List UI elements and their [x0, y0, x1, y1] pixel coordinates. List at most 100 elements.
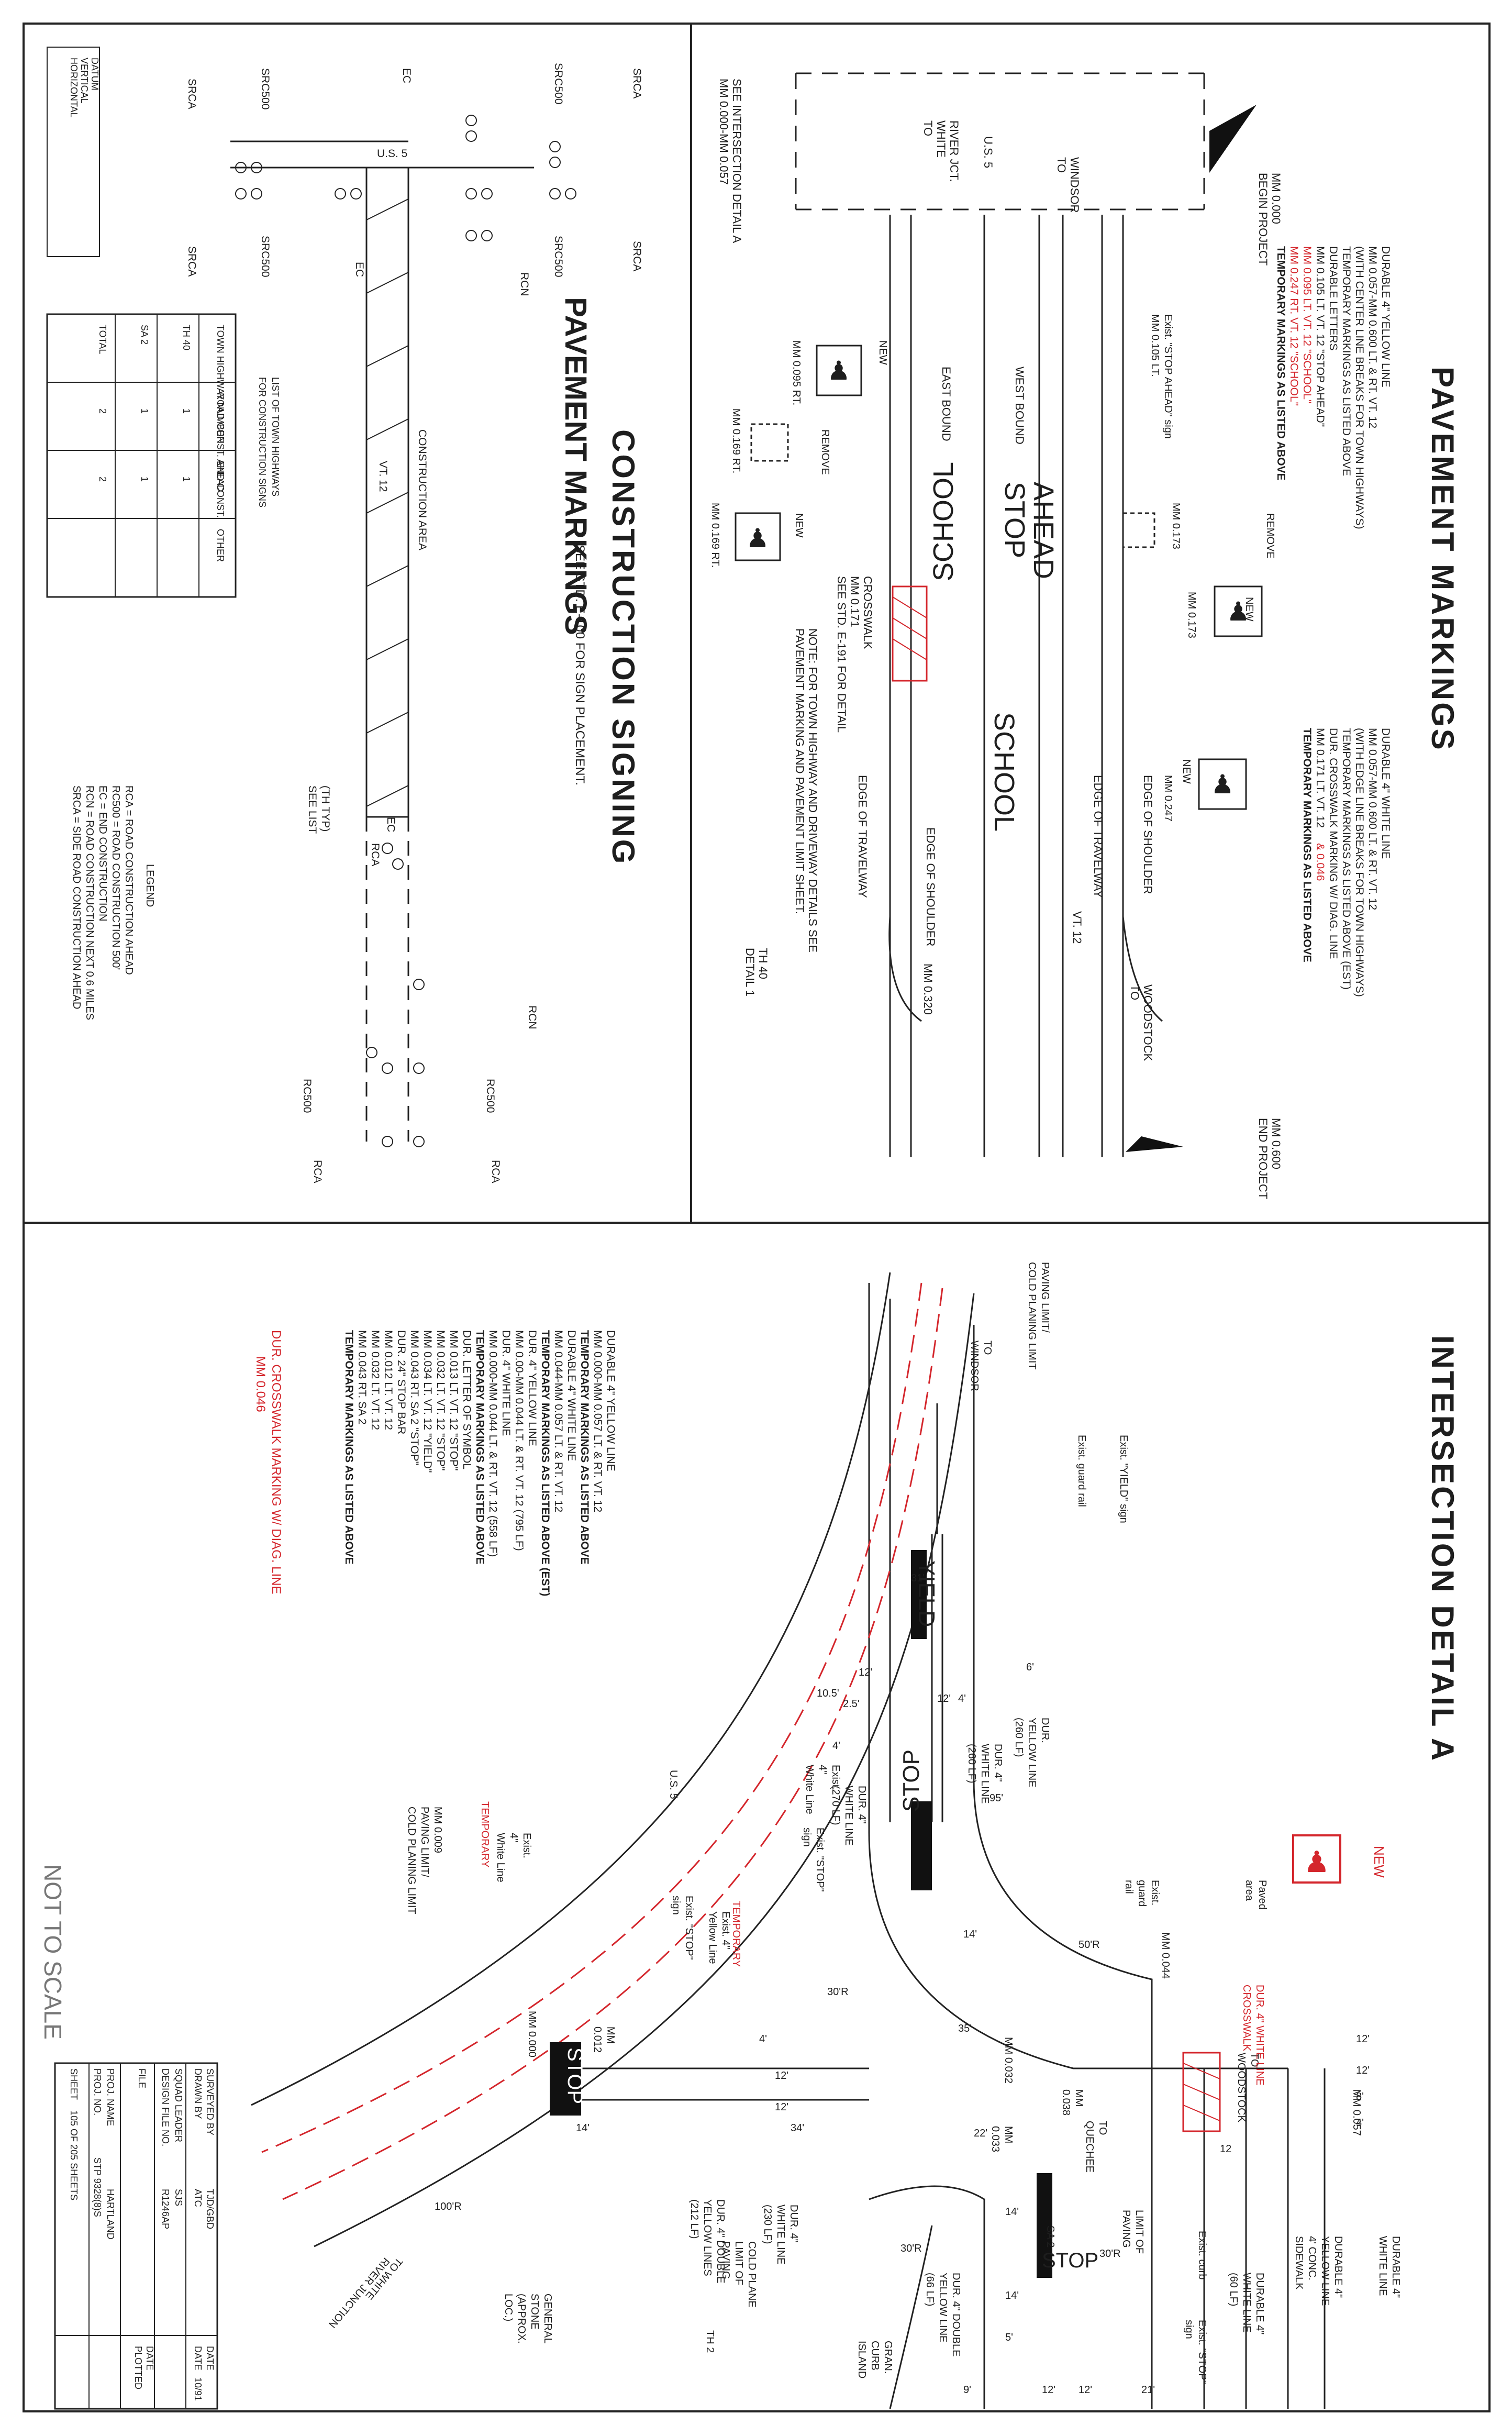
datum-labels: DATUM VERTICAL HORIZONTAL [69, 58, 100, 118]
svg-text:HORIZONTAL: HORIZONTAL [69, 58, 79, 118]
svg-text:(260 LF): (260 LF) [966, 1744, 977, 1784]
note-2: PAVEMENT MARKING AND PAVEMENT LIMIT SHEE… [793, 628, 806, 914]
svg-text:TEMPORARY: TEMPORARY [730, 1901, 742, 1967]
svg-text:NEW: NEW [1181, 759, 1192, 784]
svg-text:MM 0.032: MM 0.032 [1003, 2037, 1014, 2084]
svg-text:& 0.046: & 0.046 [1314, 843, 1326, 881]
svg-text:SHEET: SHEET [69, 2068, 79, 2100]
svg-text:VT. 12: VT. 12 [377, 461, 389, 492]
svg-text:DURABLE 4" WHITE LINE: DURABLE 4" WHITE LINE [565, 1330, 577, 1461]
sheet-border [23, 23, 1491, 2412]
svg-text:STP 9328(8)S: STP 9328(8)S [92, 2157, 103, 2217]
svg-text:TO: TO [982, 1341, 993, 1355]
begin-label: BEGIN PROJECT [1257, 173, 1270, 265]
svg-text:(APPROX.: (APPROX. [516, 2294, 527, 2344]
svg-text:DURABLE 4": DURABLE 4" [1332, 2236, 1344, 2298]
svg-text:DATE: DATE [144, 2346, 155, 2371]
svg-text:MM 0.043 RT. SA 2 "STOP": MM 0.043 RT. SA 2 "STOP" [408, 1330, 420, 1465]
svg-text:guard: guard [1136, 1880, 1148, 1907]
svg-text:Exist. curb: Exist. curb [1196, 2231, 1208, 2279]
svg-text:MM 0.247: MM 0.247 [1162, 775, 1174, 822]
svg-text:Exist. "STOP": Exist. "STOP" [1196, 2320, 1208, 2384]
svg-text:CONSTRUCTION AREA: CONSTRUCTION AREA [416, 429, 428, 550]
school-sign-icons [735, 345, 1263, 810]
svg-text:SA 2: SA 2 [139, 325, 150, 345]
svg-text:12': 12' [1042, 2384, 1055, 2396]
pavement-sign-callouts: Exist. "STOP AHEAD" sign MM 0.105 LT. MM… [709, 314, 1276, 822]
svg-text:DUR. 4": DUR. 4" [788, 2205, 799, 2243]
to-windsor-1: TO [1055, 157, 1068, 173]
svg-text:DUR. CROSSWALK MARKING W/ DIAG: DUR. CROSSWALK MARKING W/ DIAG. LINE [269, 1330, 283, 1595]
svg-text:4": 4" [817, 1765, 828, 1774]
stop-ahead-1: AHEAD [1028, 482, 1059, 579]
svg-text:SRCA = SIDE ROAD CONSTRUCTION: SRCA = SIDE ROAD CONSTRUCTION AHEAD [71, 785, 82, 1009]
svg-text:Exist. "STOP AHEAD" sign: Exist. "STOP AHEAD" sign [1162, 314, 1174, 439]
see-detail-a-1: SEE INTERSECTION DETAIL A [730, 79, 743, 243]
svg-text:♟: ♟ [827, 356, 851, 385]
svg-text:EC = END CONSTRUCTION: EC = END CONSTRUCTION [97, 785, 108, 921]
stop-bar-south [1037, 2173, 1052, 2278]
svg-text:DATUM: DATUM [90, 58, 100, 91]
svg-text:WHITE LINE: WHITE LINE [979, 1744, 991, 1803]
svg-text:SRC500: SRC500 [552, 63, 564, 104]
stop-stencil-1: STOP [898, 1750, 924, 1812]
svg-text:TEMPORARY MARKINGS AS LISTED A: TEMPORARY MARKINGS AS LISTED ABOVE [579, 1330, 591, 1565]
signing-legend: LEGEND RCA = ROAD CONSTRUCTION AHEAD RC5… [71, 785, 155, 1020]
svg-text:ISLAND: ISLAND [856, 2341, 868, 2378]
signing-roads [230, 140, 534, 1142]
svg-text:10.5': 10.5' [817, 1688, 839, 1699]
svg-text:0.012: 0.012 [592, 2027, 603, 2053]
to-white-river-1: TO [921, 120, 935, 136]
to-white-river-3: RIVER JCT. [948, 120, 961, 182]
svg-text:34': 34' [791, 2122, 804, 2134]
pav-to-woodstock-2: WOODSTOCK [1141, 984, 1154, 1061]
svg-text:DUR. 4": DUR. 4" [992, 1744, 1004, 1782]
svg-text:9': 9' [963, 2384, 971, 2396]
svg-text:DESIGN FILE NO.: DESIGN FILE NO. [160, 2068, 171, 2146]
crosswalk-1: CROSSWALK [861, 576, 874, 649]
svg-text:SRC500: SRC500 [259, 68, 271, 109]
th40-2: DETAIL 1 [743, 948, 757, 996]
end-mm: MM 0.600 [1270, 1118, 1283, 1169]
signing-labels: U.S. 5 VT. 12 CONSTRUCTION AREA (TH TYP)… [186, 63, 643, 1183]
svg-text:MM 0.013 LT. VT. 12 "STOP": MM 0.013 LT. VT. 12 "STOP" [448, 1330, 460, 1471]
svg-text:HARTLAND: HARTLAND [105, 2189, 116, 2240]
svg-text:0.038: 0.038 [1060, 2089, 1072, 2116]
datum-box [47, 47, 100, 257]
pavement-title: PAVEMENT MARKINGS [559, 297, 593, 635]
svg-text:YELLOW LINE: YELLOW LINE [937, 2273, 949, 2342]
svg-text:8': 8' [1356, 2091, 1364, 2102]
svg-text:♟: ♟ [1304, 1845, 1330, 1878]
see-detail-a-2: MM 0.000-MM 0.057 [717, 79, 730, 185]
svg-text:EC: EC [353, 262, 365, 277]
svg-text:Exist.: Exist. [521, 1833, 532, 1858]
svg-text:PAVING LIMIT/: PAVING LIMIT/ [1039, 1262, 1051, 1333]
pavement-labels: MM 0.000 BEGIN PROJECT MM 0.600 END PROJ… [717, 79, 1283, 1199]
crosswalk-3: SEE STD. E-191 FOR DETAIL [835, 576, 848, 733]
svg-text:MM 0.173: MM 0.173 [1186, 592, 1197, 638]
svg-text:EC: EC [401, 68, 413, 83]
svg-text:CROSSWALK: CROSSWALK [1241, 1985, 1252, 2052]
pavement-markings-panel: PAVEMENT MARKINGS [559, 297, 593, 635]
svg-text:QUECHEE: QUECHEE [1084, 2121, 1095, 2173]
svg-text:4': 4' [958, 1693, 966, 1704]
svg-text:30'R: 30'R [900, 2243, 922, 2254]
svg-text:14': 14' [963, 1929, 977, 1940]
svg-text:MM 0.057-MM 0.600 LT. & RT. VT: MM 0.057-MM 0.600 LT. & RT. VT. 12 [1366, 246, 1378, 428]
svg-text:sign: sign [670, 1896, 682, 1915]
svg-text:TEMPORARY MARKINGS AS LISTED A: TEMPORARY MARKINGS AS LISTED ABOVE [474, 1330, 486, 1565]
new-school-sign: ♟ NEW [1292, 1834, 1387, 1884]
svg-text:35': 35' [958, 2023, 972, 2034]
svg-text:12': 12' [1356, 2065, 1370, 2076]
svg-text:MM 0.247 RT. VT. 12 "SCHOOL": MM 0.247 RT. VT. 12 "SCHOOL" [1288, 246, 1300, 406]
svg-text:SJS: SJS [173, 2189, 184, 2206]
end-arrow [1126, 1136, 1183, 1152]
svg-text:RCA: RCA [312, 1160, 324, 1183]
svg-text:MM 0.000-MM 0.057 LT. & RT. VT: MM 0.000-MM 0.057 LT. & RT. VT. 12 [592, 1330, 604, 1512]
svg-text:COLD PLANE: COLD PLANE [746, 2241, 758, 2308]
begin-mm: MM 0.000 [1270, 173, 1283, 224]
svg-text:DURABLE 4": DURABLE 4" [1254, 2273, 1265, 2334]
svg-text:GRAN.: GRAN. [882, 2341, 894, 2374]
svg-text:(60 LF): (60 LF) [1228, 2273, 1239, 2306]
svg-text:(WITH CENTER LINE BREAKS FOR T: (WITH CENTER LINE BREAKS FOR TOWN HIGHWA… [1353, 246, 1365, 529]
